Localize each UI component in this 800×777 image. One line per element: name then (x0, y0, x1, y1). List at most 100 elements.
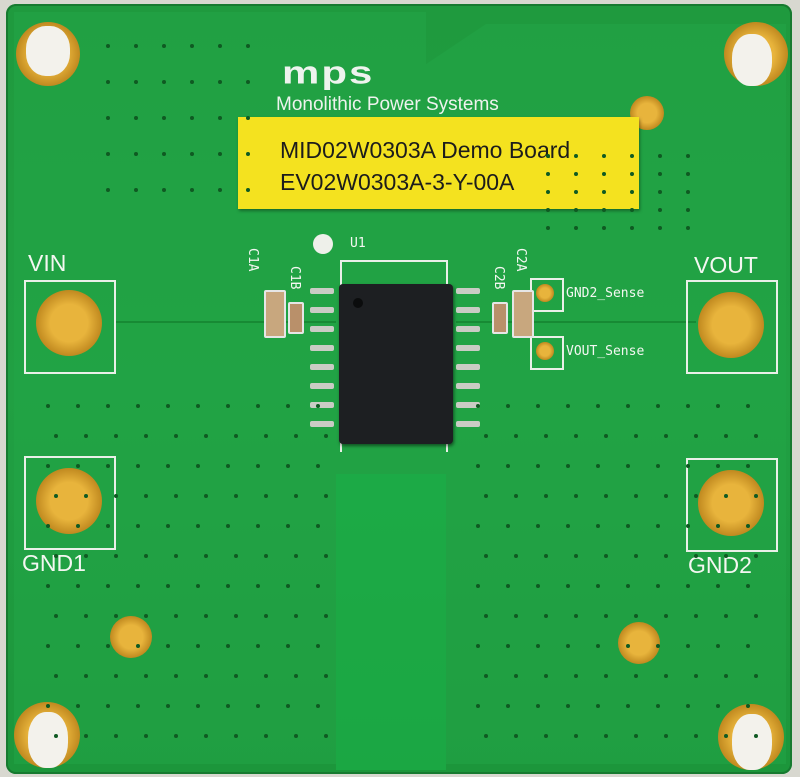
via (162, 152, 166, 156)
via (196, 524, 200, 528)
via (484, 674, 488, 678)
via (596, 404, 600, 408)
via (166, 584, 170, 588)
via (506, 704, 510, 708)
via (106, 152, 110, 156)
vout-sense-label: VOUT_Sense (566, 344, 645, 359)
via (264, 734, 268, 738)
via (546, 154, 550, 158)
via (596, 704, 600, 708)
via (196, 584, 200, 588)
via (316, 584, 320, 588)
via (174, 554, 178, 558)
via (634, 554, 638, 558)
ic-pin-left (310, 402, 334, 408)
via (716, 404, 720, 408)
gnd2-silk-box (686, 458, 778, 552)
via (324, 734, 328, 738)
via (604, 734, 608, 738)
gnd1-label: GND1 (22, 550, 86, 576)
via (686, 154, 690, 158)
vout-silk-box (686, 280, 778, 374)
via (246, 80, 250, 84)
via (686, 190, 690, 194)
via (574, 208, 578, 212)
ic-pin-right (456, 383, 480, 389)
via (134, 152, 138, 156)
via (626, 584, 630, 588)
via (264, 674, 268, 678)
via (754, 554, 758, 558)
via (574, 154, 578, 158)
via (716, 524, 720, 528)
via (54, 674, 58, 678)
via (656, 464, 660, 468)
via (166, 524, 170, 528)
via (596, 524, 600, 528)
standoff-top-left (26, 26, 70, 76)
via (746, 404, 750, 408)
ic-pin-right (456, 345, 480, 351)
ic-pin-right (456, 421, 480, 427)
via (226, 524, 230, 528)
via (134, 80, 138, 84)
via (324, 494, 328, 498)
via (256, 644, 260, 648)
via (716, 644, 720, 648)
via (566, 404, 570, 408)
c2a-capacitor (512, 290, 534, 338)
ic-pin-left (310, 364, 334, 370)
via (746, 584, 750, 588)
via (234, 734, 238, 738)
via (226, 704, 230, 708)
via (626, 644, 630, 648)
via (574, 172, 578, 176)
via (574, 734, 578, 738)
via (506, 524, 510, 528)
via (574, 614, 578, 618)
via (234, 674, 238, 678)
via (46, 464, 50, 468)
ic-pin-left (310, 345, 334, 351)
via (544, 674, 548, 678)
via (634, 494, 638, 498)
via (536, 644, 540, 648)
via (514, 614, 518, 618)
via (544, 434, 548, 438)
via (476, 704, 480, 708)
via (106, 80, 110, 84)
via (84, 434, 88, 438)
via (716, 464, 720, 468)
via (686, 644, 690, 648)
via (746, 644, 750, 648)
via (566, 584, 570, 588)
via (136, 404, 140, 408)
via (76, 644, 80, 648)
via (234, 494, 238, 498)
via (76, 404, 80, 408)
via (656, 584, 660, 588)
via (234, 554, 238, 558)
via (256, 404, 260, 408)
via (286, 464, 290, 468)
via (746, 704, 750, 708)
via (174, 734, 178, 738)
via (162, 116, 166, 120)
via (754, 734, 758, 738)
via (136, 524, 140, 528)
board-label-sticker: MID02W0303A Demo Board EV02W0303A-3-Y-00… (238, 117, 639, 209)
via (226, 464, 230, 468)
via (256, 524, 260, 528)
via (724, 494, 728, 498)
via (544, 554, 548, 558)
ic-pin-left (310, 421, 334, 427)
via (544, 734, 548, 738)
via (754, 494, 758, 498)
via (162, 44, 166, 48)
via (134, 188, 138, 192)
via (476, 584, 480, 588)
c2b-capacitor (492, 302, 508, 334)
via (162, 188, 166, 192)
vout-connector (698, 292, 764, 358)
